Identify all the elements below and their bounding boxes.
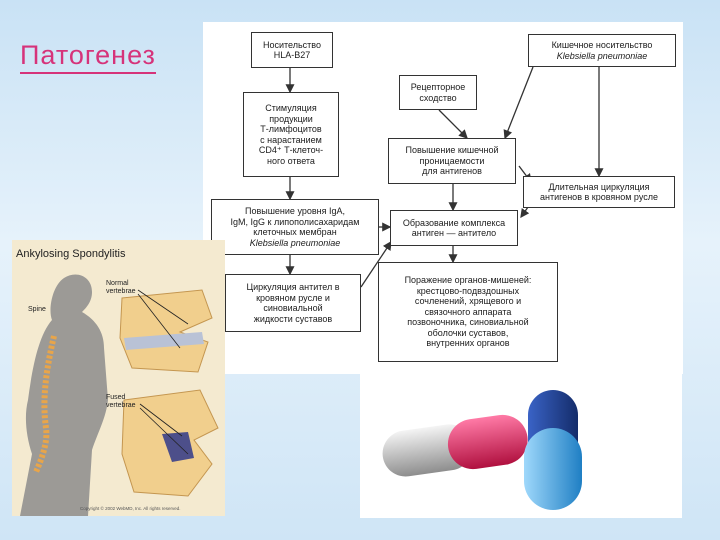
box-immunoglobulin-increase: Повышение уровня IgA, IgM, IgG к липопол… (211, 199, 379, 255)
normal-vertebrae-art (119, 289, 213, 373)
capsules-image (360, 374, 682, 518)
flowchart-panel: Носительство HLA-B27 Кишечное носительст… (203, 22, 683, 374)
slide-title: Патогенез (20, 40, 156, 74)
capsules-art (382, 390, 582, 510)
box-antigen-circulation: Длительная циркуляция антигенов в кровян… (523, 176, 675, 208)
box-t-lymphocyte-stimulation: Стимуляция продукции Т-лимфоцитов с нара… (243, 92, 339, 177)
box-intestinal-permeability: Повышение кишечной проницаемости для ант… (388, 138, 516, 184)
flowchart-arrows (285, 66, 604, 288)
box-hla-b27: Носительство HLA-B27 (251, 32, 333, 68)
arrow-intestinal-permeability (503, 66, 534, 140)
spondylitis-illustration: Ankylosing Spondylitis Spine Normal vert… (12, 240, 225, 516)
arrow-antibodies-complex (360, 240, 392, 288)
copyright-text: Copyright © 2002 WebMD, Inc. All rights … (80, 506, 181, 511)
box-intestinal-carriage: Кишечное носительство Klebsiella pneumon… (528, 34, 676, 67)
normal-vertebrae-label: Normal vertebrae (106, 280, 136, 295)
box-antibody-circulation: Циркуляция антител в кровяном русле и си… (225, 274, 361, 332)
arrow-receptor-permeability (438, 109, 468, 139)
box-target-organs: Поражение органов-мишеней: крестцово-под… (378, 262, 558, 362)
fused-vertebrae-art (121, 389, 219, 497)
spine-label: Spine (28, 306, 46, 313)
box-immune-complex: Образование комплекса антиген — антитело (390, 210, 518, 246)
blue-capsule (524, 390, 582, 510)
box-receptor-similarity: Рецепторное сходство (399, 75, 477, 110)
spine-shape (33, 335, 57, 474)
illustration-title: Ankylosing Spondylitis (16, 248, 126, 260)
illustration-art (20, 274, 219, 516)
pink-gray-capsule (382, 414, 528, 477)
fused-vertebrae-label: Fused vertebrae (106, 394, 136, 409)
